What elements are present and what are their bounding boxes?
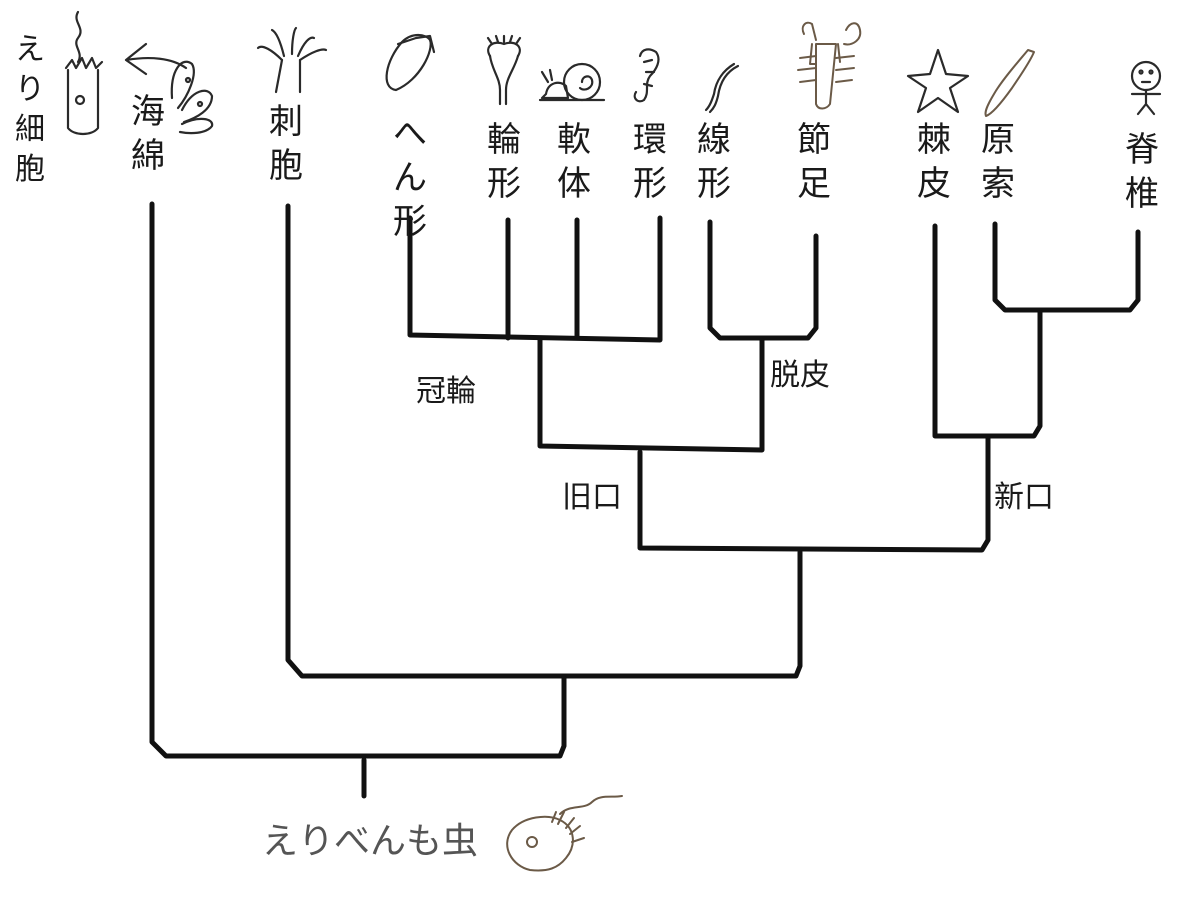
label-lophotrochozoa: 冠輪 xyxy=(416,374,476,409)
label-rotifer: 輪形 xyxy=(487,120,521,204)
branch-deuterostomia xyxy=(932,223,1043,439)
snail-icon xyxy=(538,62,606,102)
sponge-icon xyxy=(170,60,214,135)
branch-bilateria xyxy=(637,435,991,553)
label-chordate: 原索 xyxy=(981,120,1015,204)
annelid-icon xyxy=(633,48,660,103)
label-nematode: 線形 xyxy=(697,120,731,204)
choanoflagellate-icon xyxy=(506,795,623,872)
branch-eumetazoa xyxy=(285,203,803,679)
rotifer-icon xyxy=(486,34,522,106)
label-flatworm: へん形 xyxy=(393,114,427,242)
label-annelid: 環形 xyxy=(633,120,667,204)
branch-protostomia xyxy=(537,337,765,453)
label-ecdysozoa: 脱皮 xyxy=(770,358,830,393)
label-vertebrate: 脊椎 xyxy=(1125,130,1159,214)
branch-chordata xyxy=(992,221,1141,313)
label-deuterostomia: 新口 xyxy=(994,480,1054,515)
choanocyte-icon xyxy=(64,10,104,136)
branch-lophotrochozoa xyxy=(407,215,663,343)
label-mollusc: 軟体 xyxy=(557,120,591,204)
curved-arrow-icon xyxy=(124,42,188,76)
branch-metazoa xyxy=(149,201,567,759)
stick-figure-icon xyxy=(1130,60,1162,116)
label-sponge: 海綿 xyxy=(131,92,165,176)
crayfish-icon xyxy=(797,21,862,110)
hydra-icon xyxy=(256,26,328,94)
branch-ecdysozoa xyxy=(707,219,819,341)
lancelet-icon xyxy=(984,49,1035,117)
flatworm-icon xyxy=(385,33,436,92)
label-choanoflagellate: えり細胞 xyxy=(15,32,45,187)
tree-branches xyxy=(149,201,1141,799)
starfish-icon xyxy=(906,48,970,114)
label-arthropod: 節足 xyxy=(797,120,831,204)
label-echinoderm: 棘皮 xyxy=(917,120,951,204)
nematode-icon xyxy=(704,62,740,114)
label-protostomia: 旧口 xyxy=(562,480,622,515)
label-root-ancestor: えりべんも虫 xyxy=(262,821,479,862)
label-cnidarian: 刺胞 xyxy=(269,102,303,186)
